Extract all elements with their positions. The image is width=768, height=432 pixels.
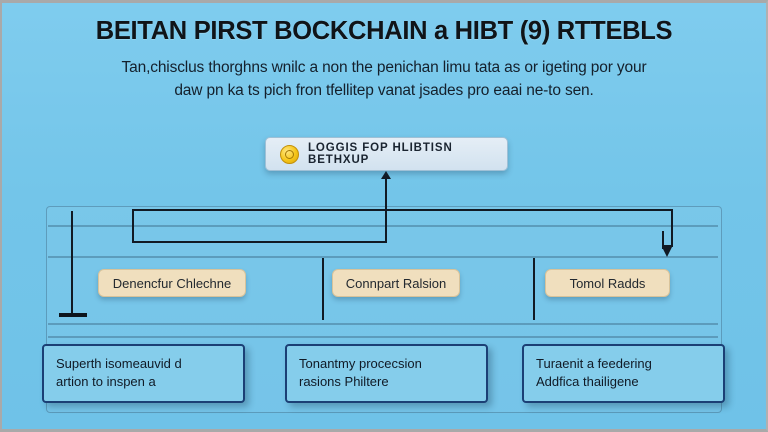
- page-title: BEITAN PIRST BOCKCHAIN a HIBT (9) RTTEBL…: [95, 17, 673, 45]
- guide-rule-4: [48, 336, 718, 338]
- middle-node-2-label: Connpart Ralsion: [345, 275, 447, 291]
- leaf-node-1[interactable]: Superth isomeauvid d artion to inspen a: [42, 344, 245, 403]
- leaf-node-2-line-1: Tonantmy procecsion: [299, 356, 422, 371]
- guide-rule-3: [48, 323, 718, 325]
- root-node[interactable]: LOGGIS FOP HLIBTISN BETHXUP: [265, 137, 508, 171]
- connector-left-spine: [71, 211, 73, 315]
- connector-trunk-bar: [132, 209, 673, 211]
- connector-trunk-lower-bar: [132, 241, 385, 243]
- connector-branch-2-drop: [322, 258, 324, 320]
- middle-node-2[interactable]: Connpart Ralsion: [332, 269, 460, 297]
- connector-root-stem: [385, 177, 387, 211]
- middle-node-1[interactable]: Denencfur Chlechne: [98, 269, 246, 297]
- connector-center-drop: [385, 209, 387, 243]
- leaf-node-2[interactable]: Tonantmy procecsion rasions Philtere: [285, 344, 488, 403]
- connector-left-foot: [59, 313, 87, 317]
- leaf-node-1-line-2: artion to inspen a: [56, 374, 156, 390]
- header: BEITAN PIRST BOCKCHAIN a HIBT (9) RTTEBL…: [2, 17, 766, 102]
- leaf-node-2-line-2: rasions Philtere: [299, 374, 389, 390]
- middle-node-3-label: Tomol Radds: [569, 275, 646, 291]
- leaf-node-3-line-1: Turaenit a feedering: [536, 356, 652, 371]
- leaf-node-3[interactable]: Turaenit a feedering Addfica thailigene: [522, 344, 725, 403]
- connector-branch-3-drop: [533, 258, 535, 320]
- arrow-down-icon: [662, 247, 672, 257]
- leaf-node-3-line-2: Addfica thailigene: [536, 374, 639, 390]
- arrow-up-icon: [381, 171, 391, 179]
- subtitle-line-1: Tan,chisclus thorghns wnilc a non the pe…: [121, 59, 647, 77]
- gold-coin-icon: [280, 144, 299, 164]
- connector-trunk-right-riser: [671, 209, 673, 247]
- root-node-label: LOGGIS FOP HLIBTISN BETHXUP: [308, 142, 453, 166]
- connector-trunk-left-riser: [132, 209, 134, 243]
- subtitle-line-2: daw pn ka ts pich fron tfellitep vanat j…: [174, 81, 594, 99]
- middle-node-3[interactable]: Tomol Radds: [545, 269, 670, 297]
- leaf-node-1-line-1: Superth isomeauvid d: [56, 356, 182, 371]
- guide-rule-1: [48, 225, 718, 227]
- guide-rule-2: [48, 256, 718, 258]
- middle-node-1-label: Denencfur Chlechne: [112, 275, 232, 291]
- page-subtitle: Tan,chisclus thorghns wnilc a non the pe…: [2, 57, 766, 102]
